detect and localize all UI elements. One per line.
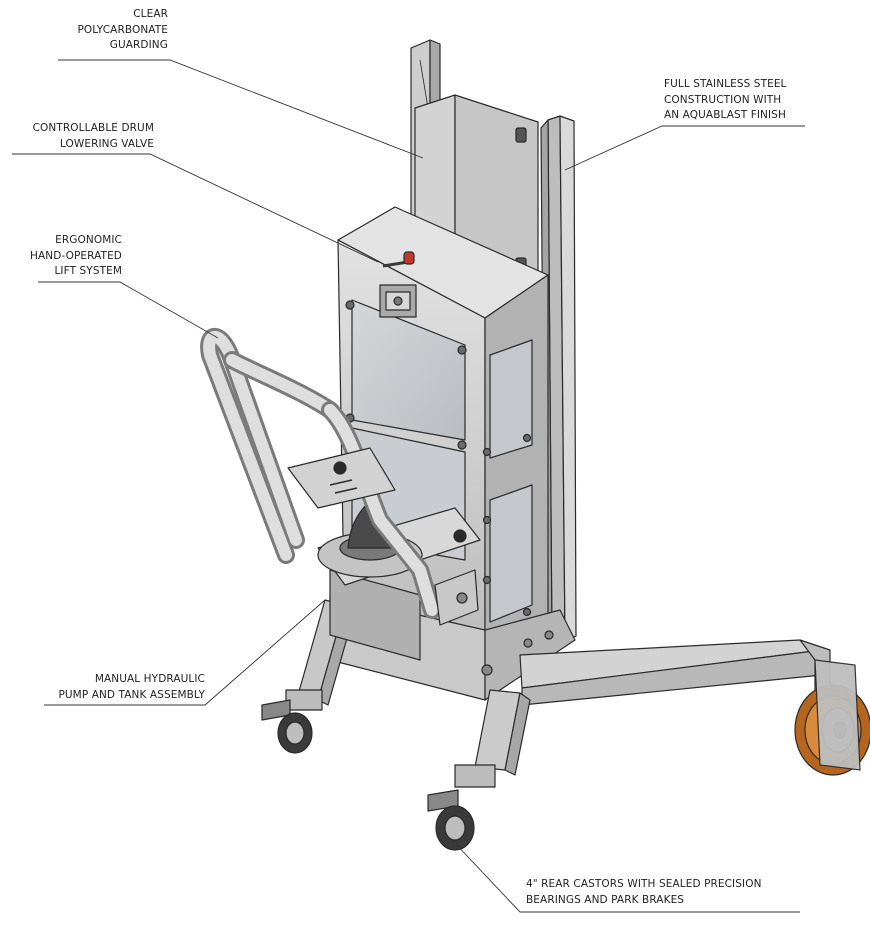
callout-castors-line-2: BEARINGS AND PARK BRAKES	[526, 893, 685, 906]
callout-castors-line-1: 4" REAR CASTORS WITH SEALED PRECISION	[526, 878, 762, 890]
callout-guarding-line-3: GUARDING	[109, 39, 168, 51]
leader-guarding	[58, 59, 424, 159]
leader-steel	[564, 125, 805, 171]
lift-handle	[200, 327, 479, 626]
leader-valve	[12, 153, 379, 263]
callout-lift-line-2: HAND-OPERATED	[29, 249, 122, 262]
callout-steel-line-1: FULL STAINLESS STEEL	[664, 78, 787, 90]
callout-lift: ERGONOMIC HAND-OPERATED LIFT SYSTEM	[10, 233, 122, 280]
callout-valve: CONTROLLABLE DRUM LOWERING VALVE	[4, 121, 154, 152]
leader-lines	[12, 59, 805, 913]
main-column	[337, 206, 549, 691]
right-leg	[519, 639, 831, 726]
callout-pump: MANUAL HYDRAULIC PUMP AND TANK ASSEMBLY	[20, 672, 205, 703]
leader-lift	[38, 281, 219, 339]
leader-castors	[451, 839, 800, 913]
callout-pump-line-1: MANUAL HYDRAULIC	[94, 673, 205, 685]
callout-valve-line-2: LOWERING VALVE	[59, 137, 154, 150]
callout-guarding: CLEAR POLYCARBONATE GUARDING	[30, 7, 168, 54]
callout-valve-line-1: CONTROLLABLE DRUM	[32, 122, 154, 134]
rear-front-leg	[427, 689, 531, 851]
callout-pump-line-2: PUMP AND TANK ASSEMBLY	[58, 688, 205, 701]
callout-steel-line-3: AN AQUABLAST FINISH	[664, 109, 786, 121]
callout-castors: 4" REAR CASTORS WITH SEALED PRECISION BE…	[526, 877, 826, 908]
callout-steel: FULL STAINLESS STEEL CONSTRUCTION WITH A…	[664, 77, 824, 124]
callout-guarding-line-1: CLEAR	[133, 8, 168, 20]
callout-lift-line-3: LIFT SYSTEM	[54, 265, 122, 277]
load-wheel	[794, 659, 870, 776]
callout-guarding-line-2: POLYCARBONATE	[77, 23, 168, 36]
callout-steel-line-2: CONSTRUCTION WITH	[664, 93, 782, 106]
leader-pump	[44, 599, 326, 706]
callout-lift-line-1: ERGONOMIC	[55, 234, 122, 246]
